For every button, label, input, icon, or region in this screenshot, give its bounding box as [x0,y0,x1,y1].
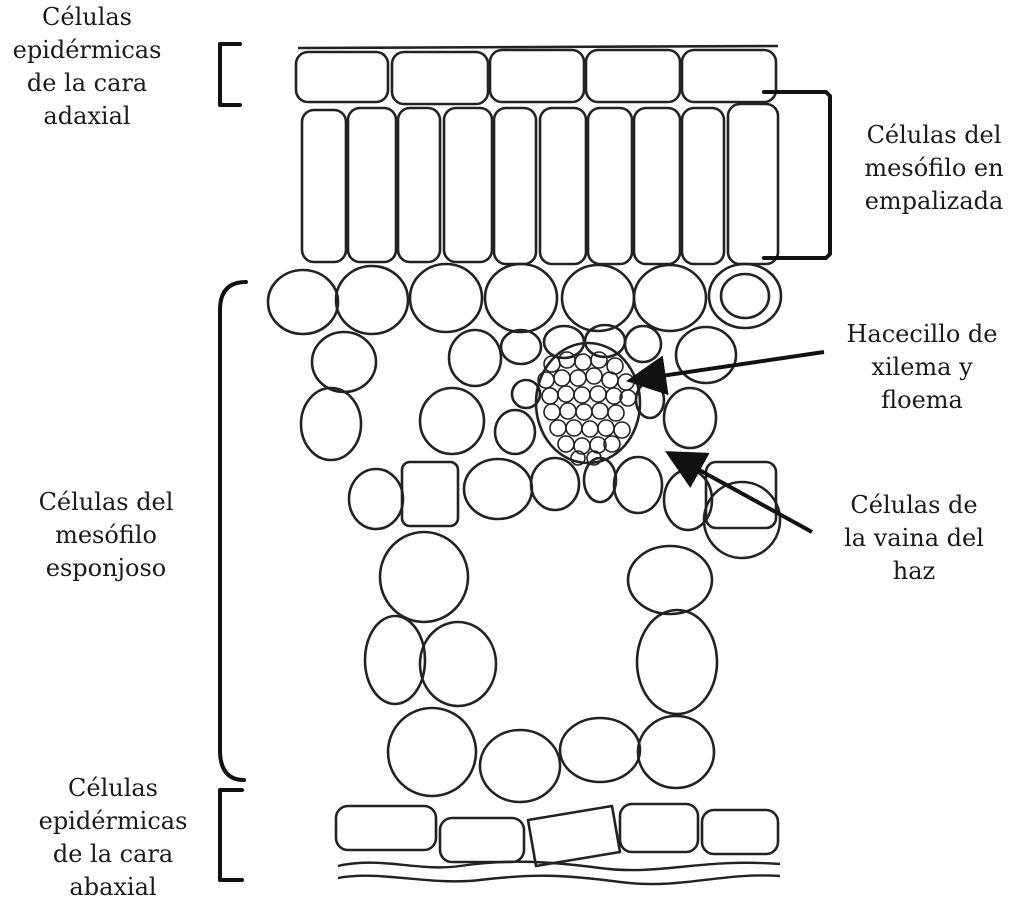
label-abaxial-epidermis: Células epidérmicas de la cara abaxial [20,772,206,904]
spongy-cells [268,264,781,802]
label-bundle-sheath: Células de la vaina del haz [824,489,1004,588]
adaxial-epidermis-bracket [220,44,240,105]
label-palisade-mesophyll: Células del mesófilo en empalizada [850,119,1018,218]
palisade-cells [302,104,778,264]
abaxial-epidermis-bracket [220,790,242,880]
label-adaxial-epidermis: Células epidérmicas de la cara adaxial [0,1,174,133]
vascular-bundle-arrow [634,352,824,380]
spongy-mesophyll-brace [220,282,246,780]
label-vascular-bundle: Hacecillo de xilema y floema [832,318,1012,417]
palisade-bracket [764,92,830,258]
bundle-sheath-arrow [672,455,812,532]
label-spongy-mesophyll: Células del mesófilo esponjoso [20,486,192,585]
vascular-bundle [536,343,640,465]
adaxial-epidermis-cells [296,46,778,104]
abaxial-epidermis-cells [336,804,780,884]
